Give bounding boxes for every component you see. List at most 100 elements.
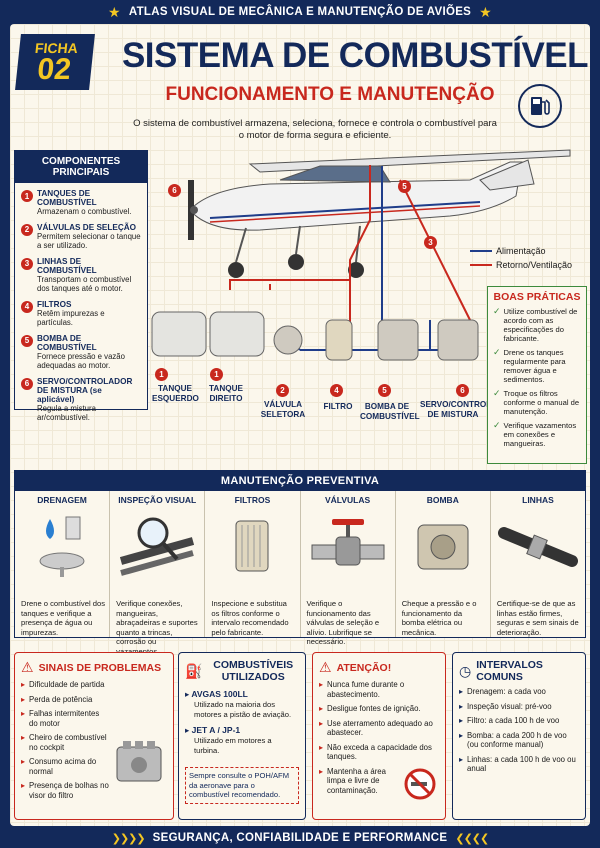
fuel-item: ▸ JET A / JP-1 [185, 725, 241, 735]
problem-item: ▸Falhas intermitentes do motor [21, 709, 109, 728]
clock-icon: ◷ [459, 662, 472, 679]
tank-left-shape [151, 311, 207, 357]
attention-text: Não exceda a capacidade dos tanques. [327, 742, 432, 762]
interval-item: ▸Filtro: a cada 100 h de voo [459, 716, 560, 725]
ficha-number: 02 [35, 53, 73, 86]
component-number: 1 [21, 190, 33, 202]
best-practices-heading: BOAS PRÁTICAS [493, 291, 581, 303]
problem-item: ▸Dificuldade de partida [21, 680, 105, 689]
bottom-banner: ❯❯❯❯ SEGURANÇA, CONFIABILIDADE E PERFORM… [0, 826, 600, 848]
label-tank-left: TANQUE ESQUERDO [152, 384, 199, 403]
callout-number: 5 [398, 180, 411, 193]
maintenance-title: LINHAS [522, 495, 554, 505]
problem-text: Consumo acima do normal [29, 757, 97, 776]
problem-signs-panel: ⚠ SINAIS DE PROBLEMAS ▸Dificuldade de par… [14, 652, 174, 820]
best-practice-item: ✓Troque os filtros conforme o manual de … [493, 389, 581, 417]
component-number: 4 [21, 300, 33, 313]
maintenance-desc: Cheque a pressão e o funcionamento da bo… [401, 599, 477, 637]
attention-item: ▸Mantenha a área limpa e livre de contam… [319, 767, 405, 796]
fuel-pump-icon [518, 84, 562, 128]
servo-shape [437, 319, 479, 361]
maintenance-col-pump: BOMBA Cheque a pressão e o funcionamento… [396, 491, 491, 637]
interval-text: Drenagem: a cada voo [467, 687, 546, 696]
best-practice-item: ✓Utilize combustível de acordo com as es… [493, 306, 581, 344]
problem-text: Falhas intermitentes do motor [29, 709, 100, 728]
legend-item-feed: Alimentação [470, 246, 572, 256]
chevron-icon: ❯❯❯❯ [111, 832, 146, 845]
warning-icon: ⚠ [21, 659, 34, 675]
check-icon: ✓ [493, 347, 501, 357]
maintenance-col-visual: INSPEÇÃO VISUAL Verifique conexões, mang… [110, 491, 206, 656]
components-heading: COMPONENTES PRINCIPAIS [15, 151, 147, 183]
component-title: BOMBA DE COMBUSTÍVEL [37, 333, 97, 352]
filter-icon [235, 520, 269, 572]
component-title: FILTROS [37, 299, 72, 309]
component-title: TANQUES DE COMBUSTÍVEL [37, 189, 97, 207]
legend: Alimentação Retorno/Ventilação [470, 246, 572, 274]
label-tank-right: TANQUE DIREITO [209, 384, 243, 403]
problem-item: ▸Presença de bolhas no visor do filtro [21, 781, 109, 800]
best-practice-text: Verifique vazamentos em conexões e mangu… [503, 421, 577, 448]
attention-text: Desligue fontes de ignição. [327, 704, 421, 713]
component-number: 5 [21, 334, 33, 347]
callout-number: 5 [378, 384, 391, 397]
problem-signs-heading: SINAIS DE PROBLEMAS [38, 661, 162, 674]
interval-item: ▸Drenagem: a cada voo [459, 687, 546, 696]
interval-item: ▸Linhas: a cada 100 h de voo ou anual [459, 755, 579, 774]
callout-number: 6 [456, 384, 469, 397]
top-banner: ★ ATLAS VISUAL DE MECÂNICA E MANUTENÇÃO … [0, 0, 600, 24]
best-practice-item: ✓Verifique vazamentos em conexões e mang… [493, 420, 581, 449]
fuel-name: JET A / JP-1 [191, 725, 241, 735]
attention-heading: ATENÇÃO! [336, 661, 392, 674]
maintenance-heading: MANUTENÇÃO PREVENTIVA [15, 471, 585, 491]
component-desc: Retêm impurezas e partículas. [37, 308, 105, 328]
interval-text: Filtro: a cada 100 h de voo [467, 716, 560, 725]
component-item: 2 VÁLVULAS DE SELEÇÃO Permitem seleciona… [15, 217, 147, 251]
best-practice-text: Utilize combustível de acordo com as esp… [503, 307, 578, 343]
best-practice-item: ✓Drene os tanques regularmente para remo… [493, 347, 581, 385]
attention-item: ▸Não exceda a capacidade dos tanques. [319, 743, 439, 762]
callout-number: 3 [424, 236, 437, 249]
attention-text: Nunca fume durante o abastecimento. [327, 680, 405, 699]
maintenance-desc: Drene o combustível dos tanques e verifi… [21, 599, 105, 637]
component-item: 1 TANQUES DE COMBUSTÍVEL Armazenam o com… [15, 183, 147, 217]
maintenance-desc: Certifique-se de que as linhas estão fir… [496, 599, 579, 637]
check-icon: ✓ [493, 306, 501, 316]
star-icon: ★ [107, 3, 121, 20]
attention-item: ▸Use aterramento adequado ao abastecer. [319, 719, 439, 738]
valve-icon [311, 519, 385, 566]
component-item: 5 BOMBA DE COMBUSTÍVEL Fornece pressão e… [15, 328, 147, 371]
legend-swatch [470, 250, 492, 252]
warning-icon: ⚠ [319, 659, 332, 675]
maintenance-title: INSPEÇÃO VISUAL [118, 495, 197, 505]
fuel-system-diagram [151, 149, 571, 361]
star-icon: ★ [479, 3, 492, 20]
aircraft-illustration [188, 149, 571, 278]
pump-shape [377, 319, 419, 361]
component-item: 3 LINHAS DE COMBUSTÍVEL Transportam o co… [15, 251, 147, 294]
check-icon: ✓ [493, 420, 501, 430]
problem-item: ▸Cheiro de combustível no cockpit [21, 733, 109, 752]
fuel-note: Sempre consulte o POH/AFM da aeronave pa… [185, 767, 299, 804]
magnifier-icon [120, 517, 195, 576]
bottom-tagline: SEGURANÇA, CONFIABILIDADE E PERFORMANCE [152, 832, 448, 844]
component-desc: Fornece pressão e vazão adequadas ao mot… [37, 351, 125, 371]
maintenance-col-filters: FILTROS Inspecione e substitua os filtro… [205, 491, 301, 637]
interval-text: Inspeção visual: pré-voo [467, 701, 552, 711]
preventive-maintenance-panel: MANUTENÇÃO PREVENTIVA DRENAGEM Drene o c… [14, 470, 586, 656]
fuels-panel: ⛽COMBUSTÍVEIS UTILIZADOS ▸ AVGAS 100LL U… [178, 652, 306, 820]
maintenance-col-drain: DRENAGEM Drene o combustível dos tanques… [15, 491, 111, 637]
maintenance-title: DRENAGEM [37, 495, 87, 505]
intervals-heading: INTERVALOS COMUNS [476, 659, 543, 683]
problem-item: ▸Consumo acima do normal [21, 757, 109, 776]
engine-icon [116, 741, 162, 782]
callout-number: 4 [330, 384, 343, 397]
maintenance-col-valves: VÁLVULAS Verifique o funcionamento das v… [301, 491, 396, 646]
component-desc: Permitem selecionar o tanque a ser utili… [37, 231, 141, 251]
component-desc: Transportam o combustível dos tanques at… [37, 274, 132, 294]
maintenance-desc: Verifique conexões, mangueiras, abraçade… [116, 599, 198, 656]
legend-label: Alimentação [496, 246, 546, 256]
ficha-badge: FICHA 02 [15, 34, 95, 90]
component-desc: Armazenam o combustível. [37, 207, 132, 216]
callout-number: 2 [276, 384, 289, 397]
